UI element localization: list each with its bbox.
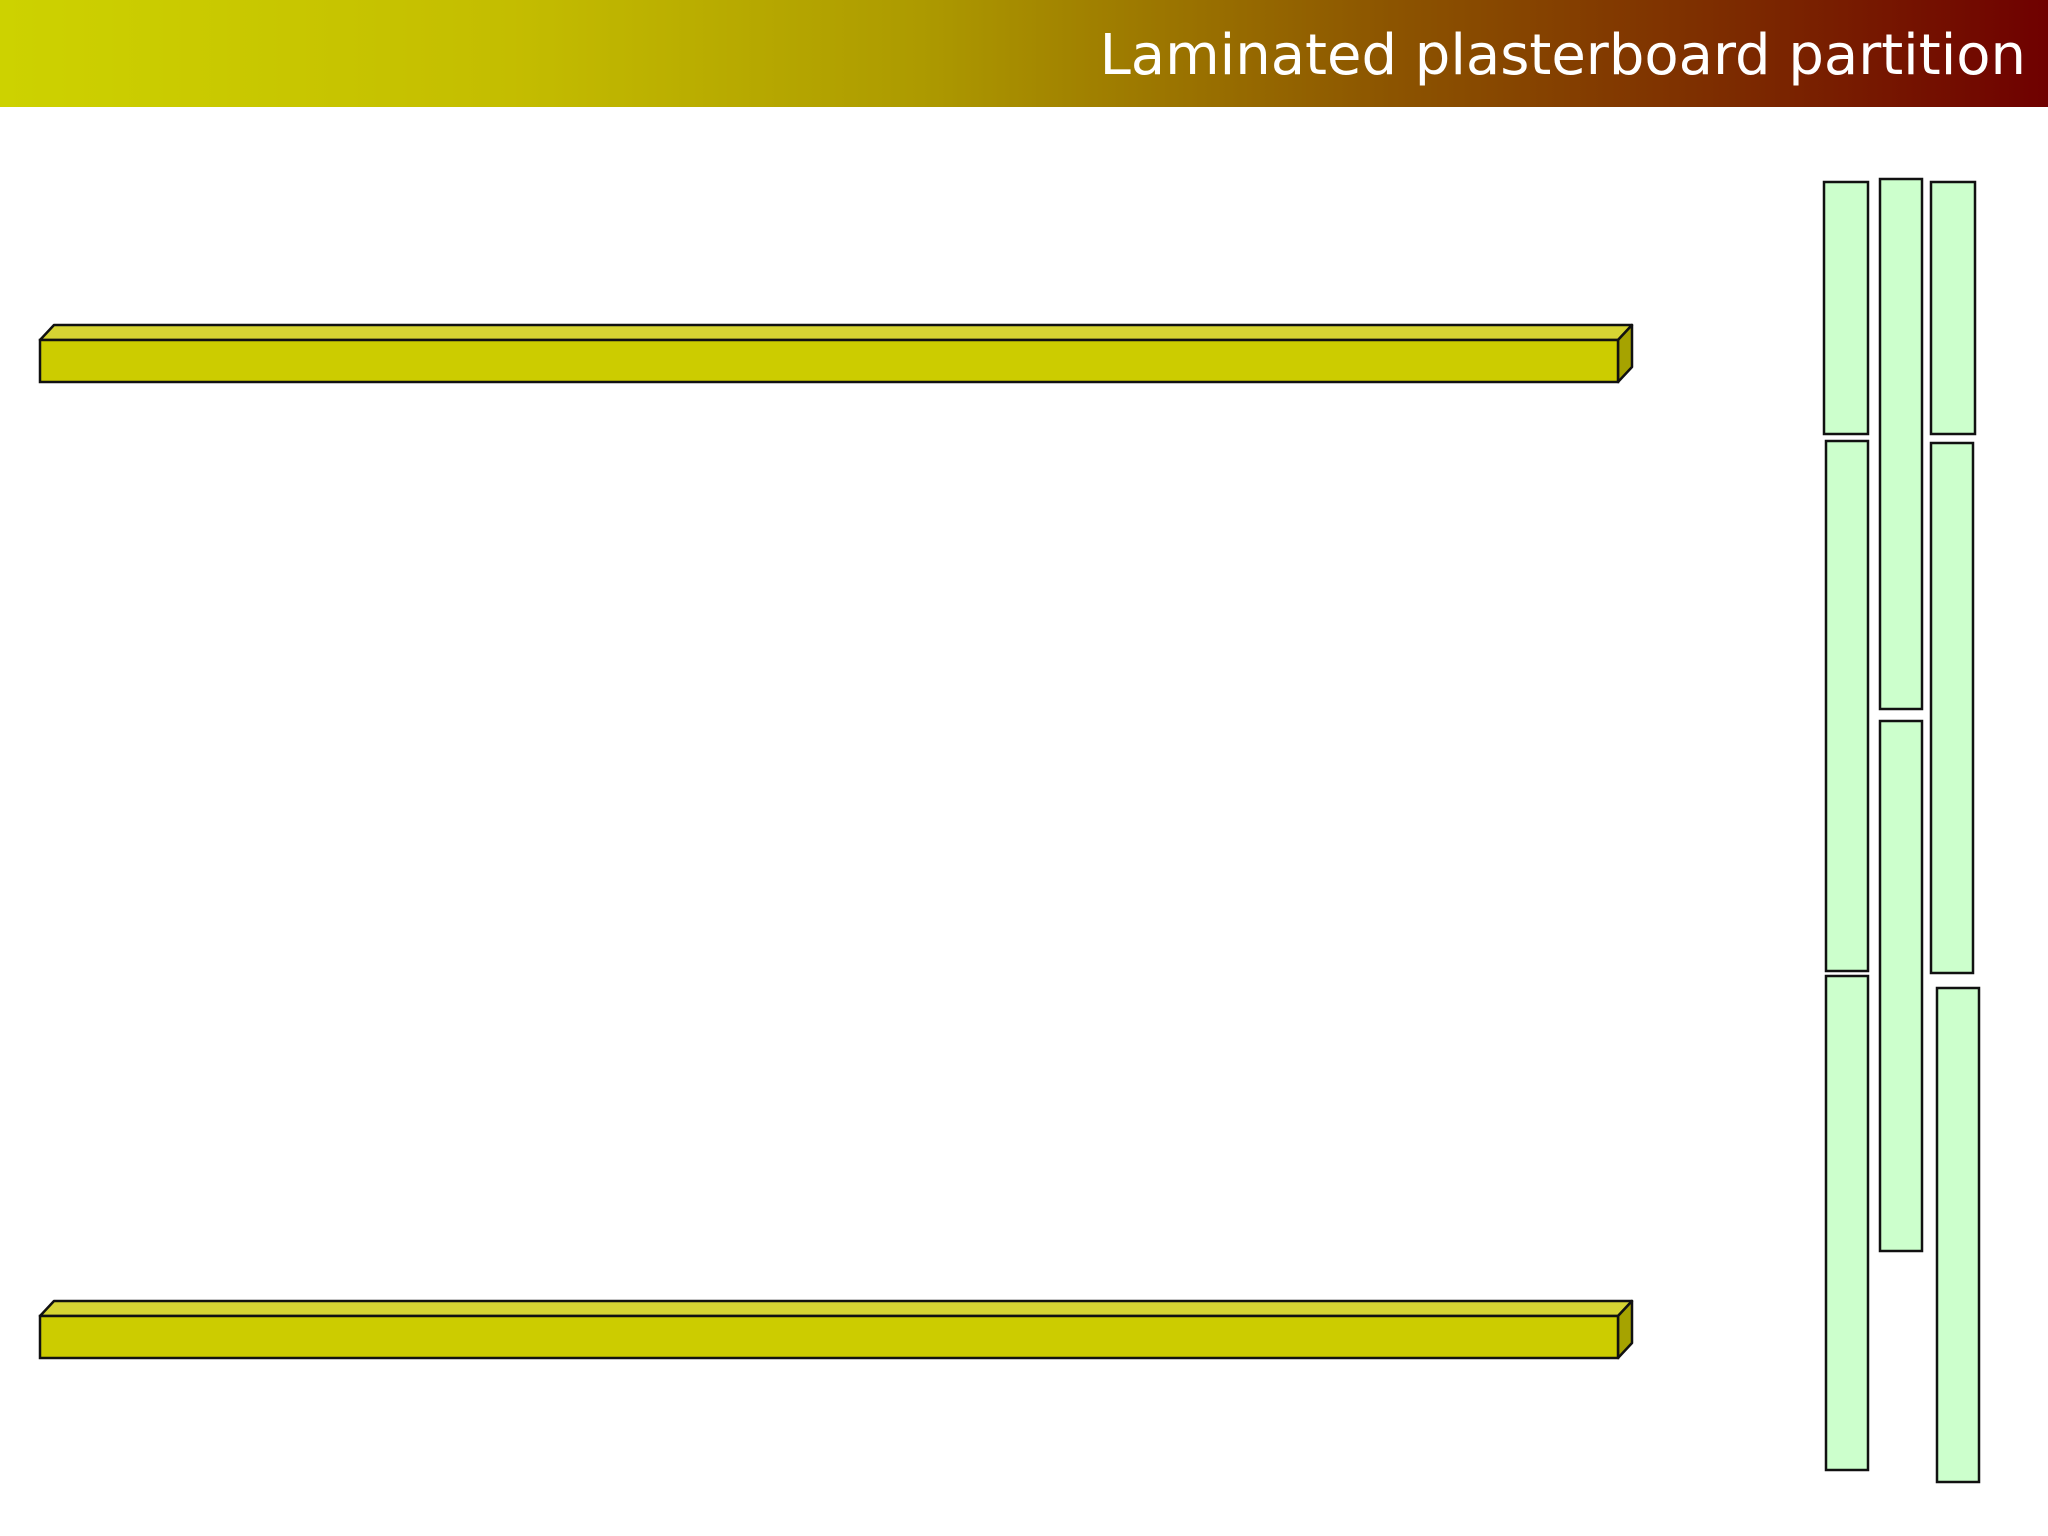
plasterboard-layers: [1822, 177, 1981, 1484]
top-rail: [38, 323, 1634, 384]
plasterboard-sheet: [1929, 441, 1975, 975]
middle-board-column: [1878, 177, 1924, 1253]
bottom-rail-top-face: [38, 1299, 1634, 1318]
left-board-column: [1822, 180, 1870, 1472]
title-bar: Laminated plasterboard partition: [0, 0, 2048, 107]
plasterboard-sheet: [1878, 719, 1924, 1253]
right-board-column: [1929, 180, 1981, 1484]
plasterboard-sheet: [1824, 439, 1870, 973]
top-rail-front-face: [38, 338, 1620, 384]
top-rail-top-face: [38, 323, 1634, 342]
plasterboard-sheet: [1935, 986, 1981, 1484]
plasterboard-sheet: [1929, 180, 1977, 436]
plasterboard-sheet: [1878, 177, 1924, 711]
plasterboard-sheet: [1824, 974, 1870, 1472]
bottom-rail-front-face: [38, 1314, 1620, 1360]
plasterboard-sheet: [1822, 180, 1870, 436]
slide-title: Laminated plasterboard partition: [1099, 23, 2026, 88]
bottom-rail: [38, 1299, 1634, 1360]
